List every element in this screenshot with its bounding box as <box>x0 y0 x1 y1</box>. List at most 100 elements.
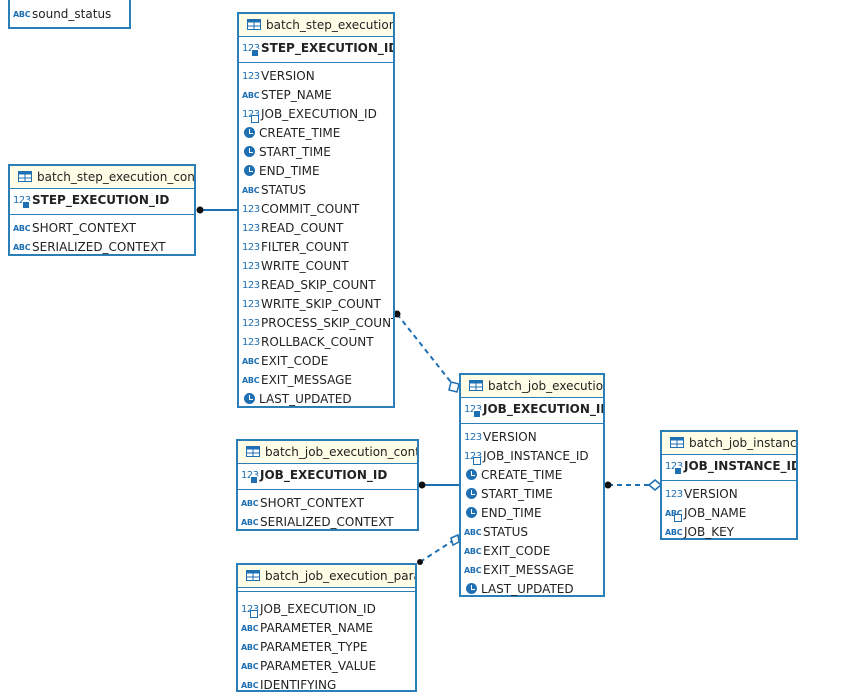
table-header[interactable]: batch_step_execution <box>239 14 393 37</box>
column-name: JOB_EXECUTION_ID <box>260 468 388 482</box>
table-icon <box>246 570 260 581</box>
column-row[interactable]: 123STEP_EXECUTION_ID <box>10 191 194 210</box>
primary-key-icon <box>250 476 258 484</box>
column-row[interactable]: 123JOB_EXECUTION_ID <box>238 466 417 485</box>
column-row[interactable]: 123STEP_EXECUTION_ID <box>239 39 393 58</box>
column-row[interactable]: 123JOB_INSTANCE_ID <box>662 457 796 476</box>
primary-key-icon <box>473 410 481 418</box>
column-name: PROCESS_SKIP_COUNT <box>261 316 393 330</box>
column-row[interactable]: 123VERSION <box>461 428 603 447</box>
table-primary-key-section <box>238 588 415 592</box>
column-row[interactable]: 123ROLLBACK_COUNT <box>239 333 393 352</box>
column-row[interactable]: 123READ_COUNT <box>239 219 393 238</box>
table-icon <box>246 446 260 457</box>
text-type-icon: ABC <box>241 662 259 671</box>
table-header[interactable]: batch_job_execution <box>461 375 603 398</box>
column-name: JOB_KEY <box>684 525 734 539</box>
column-row[interactable]: 123READ_SKIP_COUNT <box>239 276 393 295</box>
text-type-icon: ABC <box>242 91 260 100</box>
column-name: LAST_UPDATED <box>259 392 352 406</box>
table-batch-step-execution-context[interactable]: batch_step_execution_context 123STEP_EXE… <box>8 164 196 256</box>
column-row[interactable]: END_TIME <box>461 504 603 523</box>
table-columns: 123VERSIONABCSTEP_NAME123JOB_EXECUTION_I… <box>239 63 393 409</box>
column-row[interactable]: 123JOB_EXECUTION_ID <box>239 105 393 124</box>
foreign-key-icon <box>674 514 682 522</box>
column-row[interactable]: 123VERSION <box>239 67 393 86</box>
foreign-key-icon <box>473 457 481 465</box>
column-name: END_TIME <box>259 164 320 178</box>
column-row[interactable]: CREATE_TIME <box>239 124 393 143</box>
clock-icon <box>466 488 477 499</box>
column-row[interactable]: LAST_UPDATED <box>239 390 393 409</box>
column-name: VERSION <box>483 430 537 444</box>
table-icon <box>670 437 684 448</box>
numeric-type-icon: 123 <box>242 280 260 291</box>
table-batch-job-execution[interactable]: batch_job_execution 123JOB_EXECUTION_ID … <box>459 373 605 597</box>
column-name: START_TIME <box>259 145 331 159</box>
column-row[interactable]: 123JOB_EXECUTION_ID <box>461 400 603 419</box>
clock-icon <box>466 583 477 594</box>
column-row[interactable]: LAST_UPDATED <box>461 580 603 599</box>
numeric-type-icon: 123 <box>241 466 259 485</box>
column-row[interactable]: 123COMMIT_COUNT <box>239 200 393 219</box>
table-header[interactable]: batch_job_instance <box>662 432 796 455</box>
numeric-type-icon: 123 <box>242 318 260 329</box>
table-header[interactable]: batch_step_execution_context <box>10 166 194 189</box>
column-name: JOB_EXECUTION_ID <box>261 107 377 121</box>
column-name: VERSION <box>684 487 738 501</box>
table-header[interactable]: batch_job_execution_params <box>238 565 415 588</box>
column-row[interactable]: 123VERSION <box>662 485 796 504</box>
column-row[interactable]: 123PROCESS_SKIP_COUNT <box>239 314 393 333</box>
column-row[interactable]: END_TIME <box>239 162 393 181</box>
table-header[interactable]: batch_job_execution_context <box>238 441 417 464</box>
column-row[interactable]: 123FILTER_COUNT <box>239 238 393 257</box>
column-name: PARAMETER_NAME <box>260 621 374 635</box>
table-primary-key-section: 123STEP_EXECUTION_ID <box>239 37 393 63</box>
table-batch-step-execution[interactable]: batch_step_execution 123STEP_EXECUTION_I… <box>237 12 395 408</box>
clock-icon <box>466 469 477 480</box>
table-batch-job-execution-params[interactable]: batch_job_execution_params 123JOB_EXECUT… <box>236 563 417 692</box>
column-name: CREATE_TIME <box>481 468 563 482</box>
numeric-type-icon: 123 <box>242 299 260 310</box>
column-name: SERIALIZED_CONTEXT <box>32 240 166 254</box>
column-name: IDENTIFYING <box>260 678 337 692</box>
column-row[interactable]: 123JOB_EXECUTION_ID <box>238 600 415 619</box>
text-type-icon: ABC <box>464 566 482 575</box>
text-type-icon: ABC <box>241 518 259 527</box>
column-row[interactable]: CREATE_TIME <box>461 466 603 485</box>
column-name: PARAMETER_TYPE <box>260 640 368 654</box>
column-row[interactable]: 123WRITE_COUNT <box>239 257 393 276</box>
column-row[interactable]: START_TIME <box>239 143 393 162</box>
column-name: SHORT_CONTEXT <box>260 496 364 510</box>
foreign-key-icon <box>250 610 258 618</box>
relation-end-dot <box>604 481 612 489</box>
clock-icon <box>244 165 255 176</box>
column-row[interactable]: 123WRITE_SKIP_COUNT <box>239 295 393 314</box>
text-type-icon: ABC <box>13 10 31 19</box>
column-row[interactable]: 123JOB_INSTANCE_ID <box>461 447 603 466</box>
table-batch-job-execution-context[interactable]: batch_job_execution_context 123JOB_EXECU… <box>236 439 419 531</box>
table-icon <box>469 380 483 391</box>
table-batch-job-instance[interactable]: batch_job_instance 123JOB_INSTANCE_ID 12… <box>660 430 798 540</box>
column-row[interactable]: START_TIME <box>461 485 603 504</box>
